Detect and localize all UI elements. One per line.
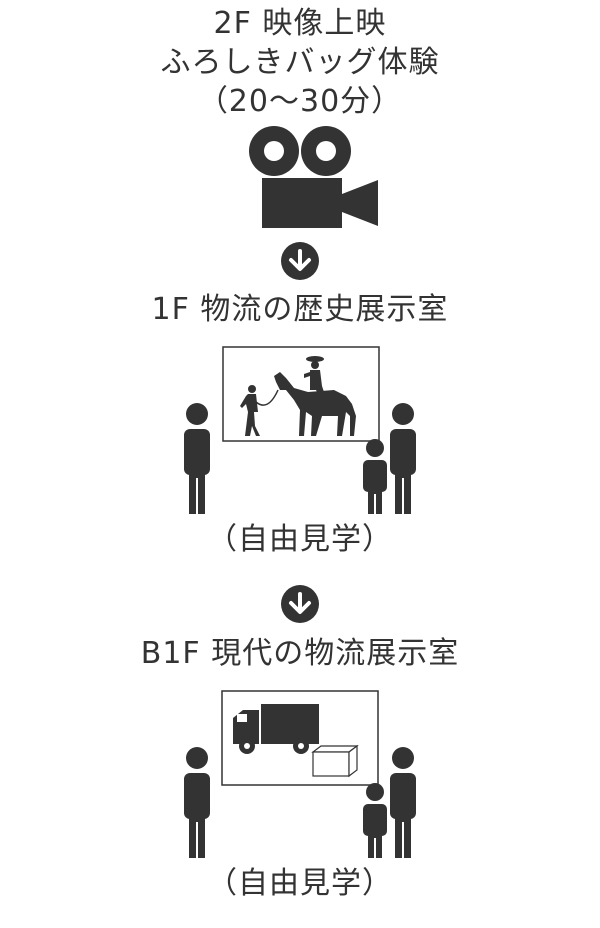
step2-title: 1F 物流の歴史展示室 [151,292,449,327]
modern-exhibit-panel [221,690,379,786]
visitor-adult-right [389,402,417,514]
step1-title-line3: （20～30分） [197,84,403,119]
arrow-down-circle-icon [281,585,319,623]
visitor-child-right [362,782,388,858]
step3-note: （自由見学） [207,866,393,901]
visitor-adult-left [183,746,211,858]
step2-note: （自由見学） [207,522,393,557]
step1-title-line1: 2F 映像上映 [213,6,387,41]
movie-camera-icon [248,124,380,230]
visitor-adult-right [389,746,417,858]
visitor-adult-left [183,402,211,514]
history-exhibit-panel [222,346,380,442]
step1-title-line2: ふろしきバッグ体験 [160,45,440,80]
visitor-child-right [362,438,388,514]
truck-and-box-icon [221,690,379,786]
arrow-down-circle-icon [281,242,319,280]
step3-title: B1F 現代の物流展示室 [140,636,460,671]
horse-and-rider-silhouette [222,346,380,442]
